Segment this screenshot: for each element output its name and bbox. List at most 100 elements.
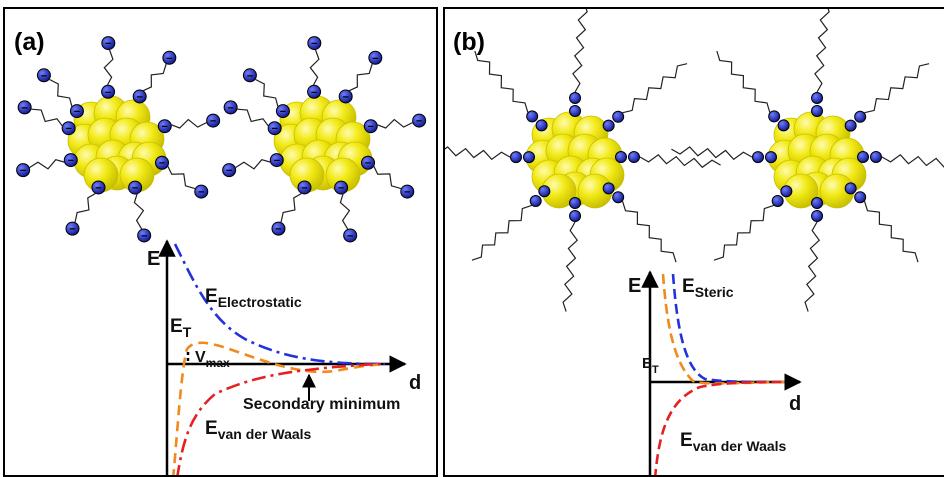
svg-text:−: − xyxy=(404,187,410,199)
bead-b-1-7-2 xyxy=(526,110,539,123)
svg-text:−: − xyxy=(372,53,378,65)
nanoparticle-a-1 xyxy=(67,95,167,193)
counterion-a-1-8: − xyxy=(17,100,32,115)
headgroup-a-1-1: − xyxy=(101,84,116,99)
panel-a-y-axis-label: E xyxy=(147,248,161,270)
counterion-a-1-0: − xyxy=(36,68,51,83)
headgroup-a-1-6: − xyxy=(91,180,106,195)
svg-text:−: − xyxy=(198,187,204,199)
counterion-a-1-2: − xyxy=(162,50,177,65)
counterion-a-1-7: − xyxy=(16,163,31,178)
svg-text:−: − xyxy=(69,224,75,236)
curve-electrostatic xyxy=(173,243,386,366)
chain-b-2-1 xyxy=(864,63,930,114)
nanoparticle-a-2 xyxy=(273,95,373,193)
svg-text:−: − xyxy=(41,70,47,82)
chain-b-2-0 xyxy=(814,9,830,93)
svg-text:−: − xyxy=(95,182,101,194)
counterion-a-2-8: − xyxy=(223,100,238,115)
panel-b-illustration xyxy=(445,9,944,475)
headgroup-a-2-4: − xyxy=(361,155,376,170)
headgroup-a-2-0: − xyxy=(275,104,290,119)
bead-b-2-1-2 xyxy=(854,110,867,123)
svg-text:−: − xyxy=(132,183,138,195)
counterion-a-1-3: − xyxy=(206,113,221,128)
curve-van-der-waals-b xyxy=(654,380,786,475)
bead-b-1-0-2 xyxy=(569,92,582,105)
chain-b-2-4 xyxy=(804,221,821,312)
counterion-a-2-6: − xyxy=(271,221,286,236)
headgroup-a-1-8: − xyxy=(61,121,76,136)
svg-text:−: − xyxy=(347,230,353,242)
svg-text:−: − xyxy=(226,165,232,177)
bead-b-1-3-2 xyxy=(612,191,625,204)
tail-a-2-7 xyxy=(235,159,272,170)
chain-b-1-5 xyxy=(471,204,532,261)
headgroup-a-1-0: − xyxy=(69,104,84,119)
svg-text:−: − xyxy=(247,70,253,82)
nanoparticle-b-1 xyxy=(525,111,625,209)
label-vmax: Vmax xyxy=(195,349,230,370)
tail-a-1-7 xyxy=(29,159,66,170)
panel-b-x-axis-label: d xyxy=(789,393,802,415)
bead-b-2-7-2 xyxy=(768,110,781,123)
bead-b-1-3-1 xyxy=(602,182,615,195)
label-e-van-der-waals-a: Evan der Waals xyxy=(205,418,312,442)
label-e-electrostatic: EElectrostatic xyxy=(205,286,302,310)
chain-b-2-5 xyxy=(713,204,774,261)
panel-b-y-axis-label: E xyxy=(628,275,642,297)
svg-text:−: − xyxy=(20,165,26,177)
svg-text:−: − xyxy=(416,116,422,128)
curve-total-a xyxy=(172,341,386,475)
bead-b-2-2-1 xyxy=(857,151,869,163)
headgroup-a-1-2: − xyxy=(132,89,147,104)
svg-text:−: − xyxy=(271,123,277,135)
chain-b-1-4 xyxy=(562,221,579,312)
panel-a-illustration: −−−−−−−−−−−−−−−−−−−−−−−−−−−−−−−−−−−− xyxy=(16,36,427,475)
bead-b-2-1-1 xyxy=(844,119,857,132)
tail-a-1-6 xyxy=(74,192,97,223)
counterion-a-1-4: − xyxy=(194,184,209,199)
counterion-a-2-5: − xyxy=(343,228,358,243)
svg-text:−: − xyxy=(301,182,307,194)
tail-a-2-4 xyxy=(372,165,402,190)
svg-text:−: − xyxy=(65,123,71,135)
svg-text:−: − xyxy=(136,91,142,103)
tail-a-1-4 xyxy=(166,165,196,190)
panel-b-tag: (b) xyxy=(453,28,485,56)
chain-b-1-0 xyxy=(572,9,588,93)
svg-text:−: − xyxy=(74,106,80,118)
bead-b-2-4-2 xyxy=(811,209,824,222)
chain-b-1-3 xyxy=(621,201,677,263)
tail-a-2-0 xyxy=(255,78,279,108)
headgroup-a-1-3: − xyxy=(157,119,172,133)
counterion-a-1-5: − xyxy=(137,228,152,243)
curve-van-der-waals-a xyxy=(176,362,386,475)
counterion-a-2-4: − xyxy=(400,184,415,199)
tail-a-2-8 xyxy=(237,108,270,128)
svg-text:−: − xyxy=(280,106,286,118)
bead-b-1-0-1 xyxy=(569,105,582,118)
svg-text:−: − xyxy=(311,87,317,99)
chain-b-2-2 xyxy=(881,154,944,168)
svg-text:−: − xyxy=(368,121,374,133)
tail-a-1-8 xyxy=(31,108,64,128)
svg-text:−: − xyxy=(159,158,165,170)
panel-a-x-axis-label: d xyxy=(409,372,422,394)
panel-a-electrostatic: (a) −−−−−−−−−−−−−−−−−−−−−−−−−−−−−−−−−−−−… xyxy=(3,7,438,477)
panel-a-tag: (a) xyxy=(14,28,45,56)
bead-b-1-4-1 xyxy=(569,196,582,209)
label-e-total-a: ET xyxy=(170,316,192,340)
headgroup-a-2-3: − xyxy=(363,119,378,133)
counterion-a-1-6: − xyxy=(65,221,80,236)
bead-b-2-6-1 xyxy=(765,151,778,164)
bead-b-2-3-2 xyxy=(854,191,867,204)
nanoparticle-b-2 xyxy=(767,111,867,209)
tail-a-2-1 xyxy=(309,49,320,87)
headgroup-a-2-5: − xyxy=(334,180,349,195)
svg-text:−: − xyxy=(311,38,317,50)
bead-b-2-5-2 xyxy=(771,194,784,207)
svg-text:−: − xyxy=(68,155,74,167)
bead-b-2-4-1 xyxy=(811,196,824,209)
counterion-a-1-1: − xyxy=(101,36,116,51)
